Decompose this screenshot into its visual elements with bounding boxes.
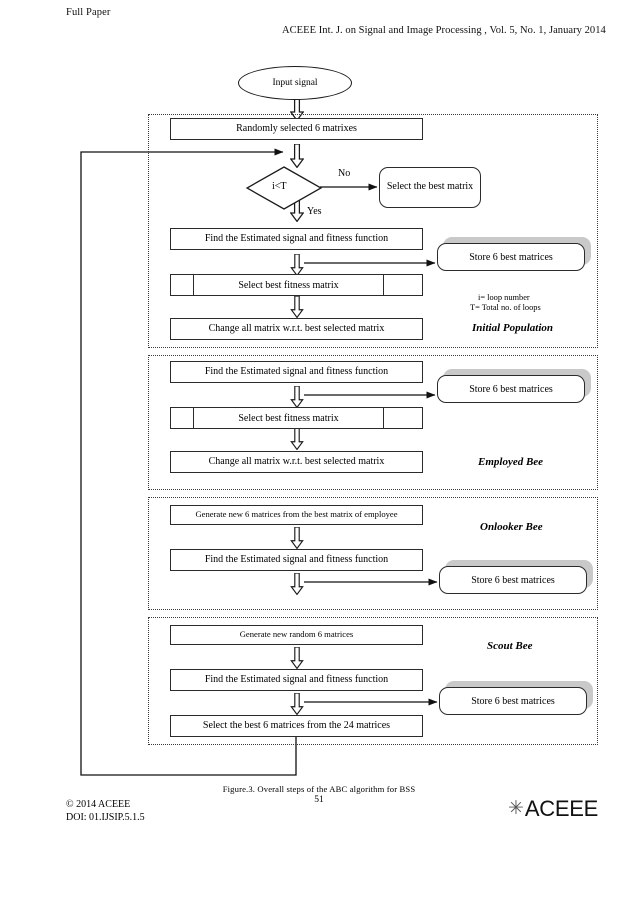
process-change-all-matrix-1[interactable]: Change all matrix w.r.t. best selected m… (170, 318, 423, 340)
aceee-logo-text: ACEEE (524, 796, 599, 821)
store-box-face: Store 6 best matrices (437, 243, 585, 271)
header-journal-line: ACEEE Int. J. on Signal and Image Proces… (282, 25, 606, 36)
decision-yes-label: Yes (307, 206, 322, 217)
store-box-face: Store 6 best matrices (437, 375, 585, 403)
split-cell-right (383, 408, 422, 428)
star-icon: ✳ (508, 797, 524, 819)
page-number: 51 (314, 795, 324, 805)
section-scout-bee (148, 617, 598, 745)
phase-label-onlooker-bee: Onlooker Bee (480, 521, 543, 533)
store-label: Store 6 best matrices (471, 695, 555, 707)
store-box-face: Store 6 best matrices (439, 566, 587, 594)
process-find-estimated-signal-2[interactable]: Find the Estimated signal and fitness fu… (170, 361, 423, 383)
process-label: Change all matrix w.r.t. best selected m… (208, 323, 385, 335)
store-box-scout-bee[interactable]: Store 6 best matrices (439, 681, 593, 715)
store-box-face: Store 6 best matrices (439, 687, 587, 715)
process-select-best-fitness-matrix-1[interactable]: Select best fitness matrix (170, 274, 423, 296)
legend-loop-number: i= loop number (478, 293, 530, 302)
process-select-best-fitness-matrix-2[interactable]: Select best fitness matrix (170, 407, 423, 429)
terminal-label: Select the best matrix (386, 181, 474, 193)
store-label: Store 6 best matrices (469, 383, 553, 395)
store-box-initial-population[interactable]: Store 6 best matrices (437, 237, 591, 271)
phase-label-scout-bee: Scout Bee (487, 640, 533, 652)
process-find-estimated-signal-1[interactable]: Find the Estimated signal and fitness fu… (170, 228, 423, 250)
phase-label-initial-population: Initial Population (472, 322, 553, 334)
process-label: Randomly selected 6 matrixes (236, 123, 357, 135)
process-change-all-matrix-2[interactable]: Change all matrix w.r.t. best selected m… (170, 451, 423, 473)
process-label: Find the Estimated signal and fitness fu… (204, 674, 389, 686)
process-randomly-selected-matrixes[interactable]: Randomly selected 6 matrixes (170, 118, 423, 140)
store-label: Store 6 best matrices (469, 251, 553, 263)
section-onlooker-bee (148, 497, 598, 610)
section-initial-population (148, 114, 598, 348)
aceee-logo: ✳ ACEEE (508, 798, 598, 820)
split-cell-right (383, 275, 422, 295)
store-box-onlooker-bee[interactable]: Store 6 best matrices (439, 560, 593, 594)
process-find-estimated-signal-3[interactable]: Find the Estimated signal and fitness fu… (170, 549, 423, 571)
process-label: Find the Estimated signal and fitness fu… (204, 233, 389, 245)
legend-total-loops: T= Total no. of loops (470, 303, 541, 312)
process-label: Select best fitness matrix (238, 412, 339, 424)
phase-label-employed-bee: Employed Bee (478, 456, 544, 468)
header-full-paper-label: Full Paper (66, 7, 111, 18)
process-generate-new-6-matrices-employee[interactable]: Generate new 6 matrices from the best ma… (170, 505, 423, 525)
doi-line: DOI: 01.IJSIP.5.1.5 (66, 812, 145, 823)
process-label: Generate new random 6 matrices (239, 629, 354, 640)
decision-diamond-i-lt-t[interactable] (246, 166, 322, 210)
start-node-label: Input signal (272, 77, 318, 88)
section-employed-bee (148, 355, 598, 490)
process-label: Select the best 6 matrices from the 24 m… (202, 720, 391, 732)
process-label: Select best fitness matrix (238, 279, 339, 291)
figure-caption: Figure.3. Overall steps of the ABC algor… (222, 784, 416, 794)
process-select-best-6-from-24[interactable]: Select the best 6 matrices from the 24 m… (170, 715, 423, 737)
store-box-employed-bee[interactable]: Store 6 best matrices (437, 369, 591, 403)
copyright-line: © 2014 ACEEE (66, 799, 131, 810)
store-label: Store 6 best matrices (471, 574, 555, 586)
split-cell-left (171, 408, 194, 428)
process-label: Change all matrix w.r.t. best selected m… (208, 456, 385, 468)
process-label: Find the Estimated signal and fitness fu… (204, 554, 389, 566)
decision-label: i<T (272, 181, 287, 192)
split-cell-left (171, 275, 194, 295)
decision-no-label: No (338, 168, 351, 179)
process-label: Generate new 6 matrices from the best ma… (195, 509, 398, 520)
process-generate-new-random-6-matrices[interactable]: Generate new random 6 matrices (170, 625, 423, 645)
terminal-select-the-best-matrix[interactable]: Select the best matrix (379, 167, 481, 208)
process-label: Find the Estimated signal and fitness fu… (204, 366, 389, 378)
start-node-input-signal[interactable]: Input signal (238, 66, 352, 100)
process-find-estimated-signal-4[interactable]: Find the Estimated signal and fitness fu… (170, 669, 423, 691)
